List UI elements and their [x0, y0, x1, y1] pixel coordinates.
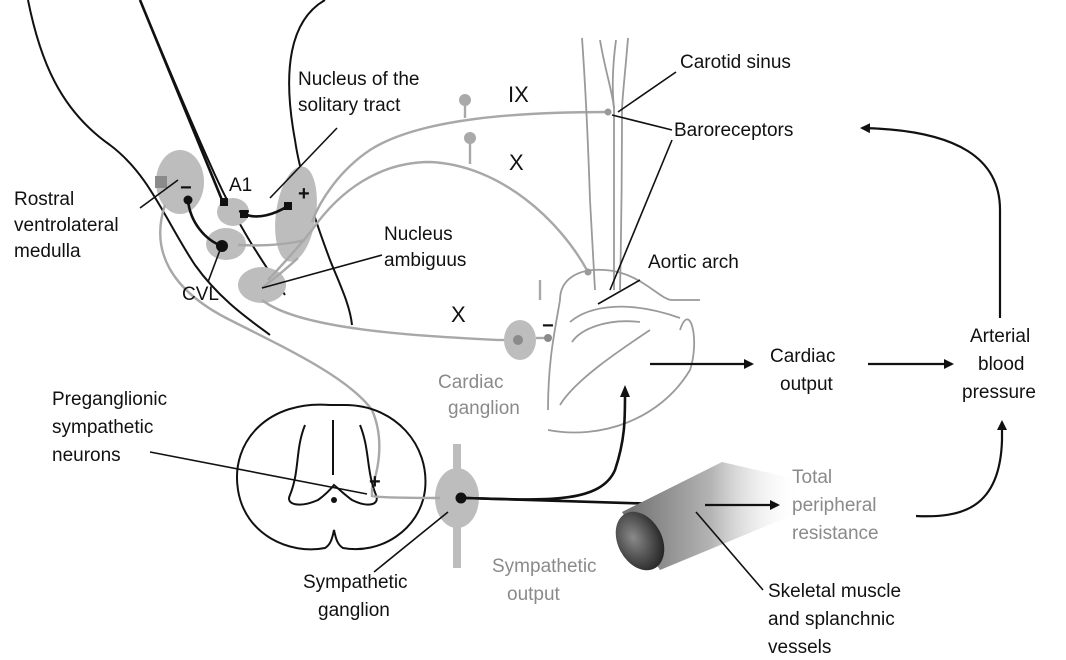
vessels-sketch — [548, 38, 700, 433]
label-rostral-ventrolateral-medulla: Rostral ventrolateral medulla — [14, 189, 124, 262]
label-sympathetic-output: Sympathetic output — [492, 556, 602, 605]
label-cardiac-output: Cardiac output — [770, 346, 841, 395]
label-nucleus-solitary-tract: Nucleus of the solitary tract — [298, 69, 425, 116]
spinal-cord-section — [237, 405, 425, 550]
medulla-nuclei — [155, 150, 322, 303]
label-skeletal-muscle-vessels: Skeletal muscle and splanchnic vessels — [768, 581, 906, 658]
arrow-pressure-to-baroreceptors — [862, 128, 1000, 318]
label-cardiac-ganglion: Cardiac ganglion — [438, 372, 520, 419]
label-arterial-blood-pressure: Arterial blood pressure — [962, 326, 1036, 403]
label-carotid-sinus: Carotid sinus — [680, 52, 791, 73]
label-nerve-x-upper: X — [509, 150, 524, 175]
label-aortic-arch: Aortic arch — [648, 252, 739, 273]
a1-minus-sign: − — [238, 201, 250, 223]
nucleus-ambiguus — [238, 267, 286, 303]
label-sympathetic-ganglion: Sympathetic ganglion — [303, 572, 413, 621]
label-cvl: CVL — [182, 284, 219, 305]
label-nerve-ix: IX — [508, 82, 529, 107]
cardiac-minus-sign: − — [542, 315, 554, 337]
label-nerve-x-lower: X — [451, 302, 466, 327]
label-baroreceptors: Baroreceptors — [674, 120, 793, 141]
label-nucleus-ambiguus: Nucleus ambiguus — [384, 224, 466, 271]
label-a1: A1 — [229, 175, 252, 196]
effector-arrows — [650, 128, 1002, 516]
rvlm-marker — [155, 176, 167, 188]
rvlm-minus-sign: − — [180, 177, 192, 199]
arrow-tpr-to-pressure — [916, 422, 1002, 516]
label-total-peripheral-resistance: Total peripheral resistance — [792, 467, 882, 544]
nts-plus-sign: + — [298, 183, 310, 205]
label-preganglionic-sympathetic-neurons: Preganglionic sympathetic neurons — [52, 389, 172, 466]
spinal-plus-sign: + — [369, 471, 381, 493]
